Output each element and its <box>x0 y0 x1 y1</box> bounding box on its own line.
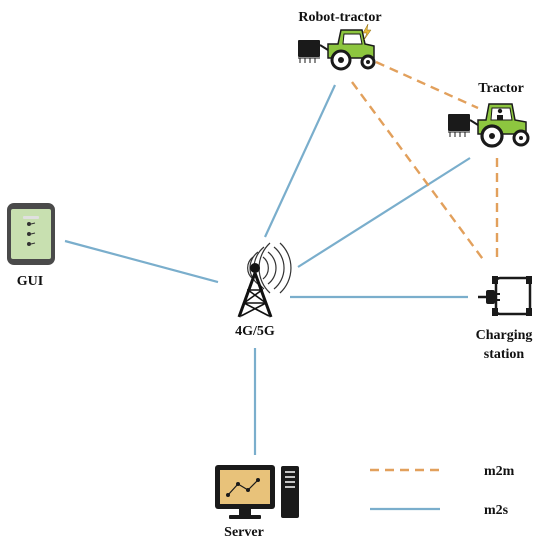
robot-tractor-icon <box>298 23 376 71</box>
server-icon <box>215 465 299 519</box>
tractor-node: Tractor <box>448 81 530 148</box>
charging-label-line1: Charging <box>476 328 533 343</box>
server-node: Server <box>215 465 299 540</box>
link-tractor-tower <box>297 157 471 268</box>
link-robot-tractor-tower <box>264 84 336 238</box>
tablet-icon <box>7 203 55 265</box>
tower-label: 4G/5G <box>235 324 275 339</box>
tower-node: 4G/5G <box>235 242 292 339</box>
server-label: Server <box>224 525 264 540</box>
m2s-links <box>64 84 471 455</box>
charging-node: Charging station <box>476 276 533 362</box>
robot-tractor-node: Robot-tractor <box>298 10 382 71</box>
m2m-links <box>351 60 499 263</box>
tractor-icon <box>448 103 530 148</box>
robot-tractor-label: Robot-tractor <box>298 10 381 25</box>
legend-m2m-label: m2m <box>484 464 515 479</box>
gui-node: GUI <box>7 203 55 289</box>
charging-station-icon <box>478 276 532 316</box>
cell-tower-icon <box>237 242 292 318</box>
link-gui-tower <box>64 239 219 284</box>
tractor-label: Tractor <box>478 81 524 96</box>
legend-m2s-label: m2s <box>484 503 509 518</box>
legend: m2m m2s <box>370 464 515 518</box>
charging-label-line2: station <box>484 347 525 362</box>
gui-label: GUI <box>17 274 43 289</box>
link-robot-tractor-tractor <box>375 60 479 110</box>
link-robot-tractor-charging <box>351 81 486 263</box>
